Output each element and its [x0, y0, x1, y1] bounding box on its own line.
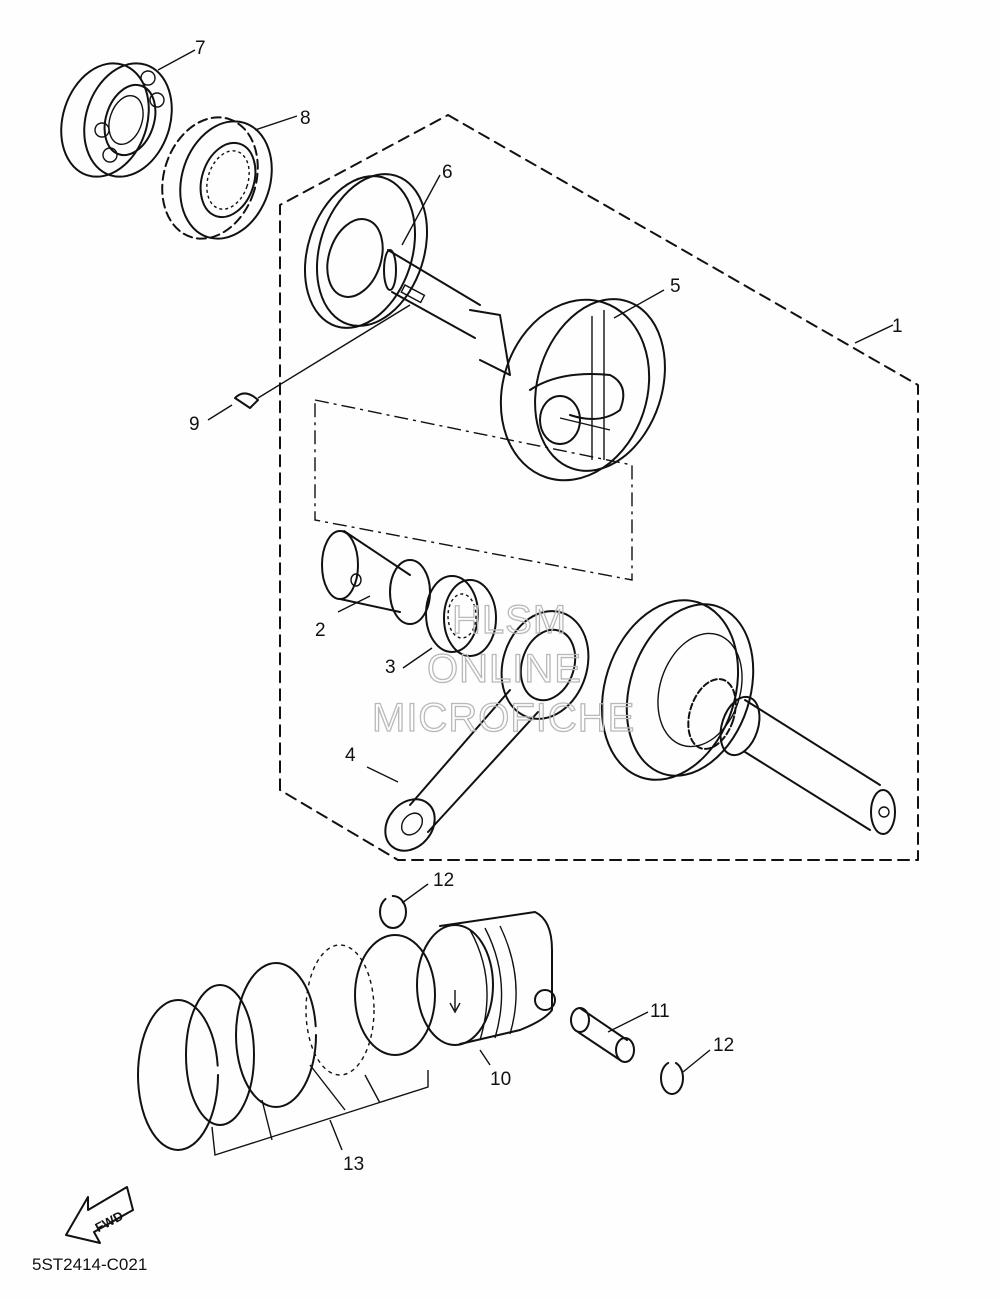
- connecting-rod-part: [384, 610, 590, 852]
- piston-part: [416, 911, 556, 1046]
- callout-11: 11: [650, 1001, 670, 1022]
- figure-code: 5ST2414-C021: [32, 1255, 147, 1274]
- watermark-line-1: HLSM: [452, 598, 567, 642]
- callout-10: 10: [490, 1069, 511, 1090]
- assembly-boundary: [279, 114, 919, 861]
- piston-pin-part: [570, 1007, 635, 1063]
- callout-8: 8: [300, 108, 311, 129]
- forward-direction-arrow-icon: FWD: [65, 1186, 134, 1244]
- callout-4: 4: [345, 745, 356, 766]
- callout-13: 13: [343, 1154, 364, 1175]
- callout-12-top: 12: [433, 870, 454, 891]
- needle-bearing-part: [425, 575, 497, 657]
- callout-3: 3: [385, 657, 396, 678]
- piston-pin-clip-right: [660, 1061, 684, 1095]
- woodruff-key-part: [234, 304, 411, 409]
- callout-9: 9: [189, 414, 200, 435]
- left-crank-half-part: [383, 249, 666, 482]
- piston-ring-set-part: [137, 934, 436, 1156]
- alignment-bracket: [314, 399, 633, 581]
- crank-pin-part: [321, 530, 431, 625]
- callout-7: 7: [195, 38, 206, 59]
- drive-gear-part: [161, 116, 273, 240]
- watermark-line-2: ONLINE: [427, 647, 582, 691]
- ball-bearing-part: [60, 62, 173, 178]
- watermark-line-3: MICROFICHE: [372, 696, 635, 740]
- piston-pin-clip-left: [379, 895, 407, 929]
- callout-12-bottom: 12: [713, 1035, 734, 1056]
- callout-2: 2: [315, 620, 326, 641]
- thrust-washer-part: [303, 173, 429, 329]
- right-crank-half-part: [600, 599, 896, 835]
- callout-leaders: [157, 49, 894, 1151]
- fwd-label: FWD: [92, 1208, 125, 1235]
- callout-1: 1: [892, 316, 903, 337]
- callout-6: 6: [442, 162, 453, 183]
- callout-5: 5: [670, 276, 681, 297]
